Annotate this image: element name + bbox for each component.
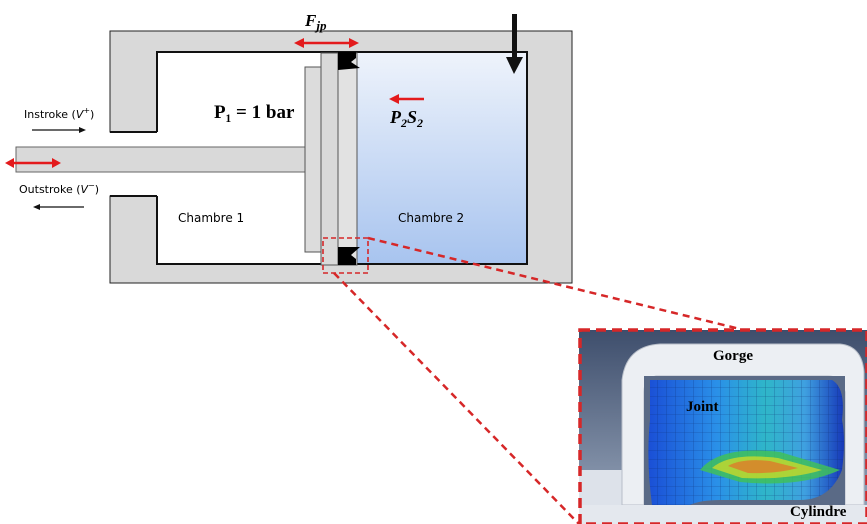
piston-back-plate [304, 66, 322, 253]
fe-inset-frame [578, 328, 867, 524]
piston-rod [15, 146, 307, 173]
p2s2-arrow [389, 94, 424, 104]
chamber-2-label: Chambre 2 [398, 211, 464, 225]
chamber-1-area [110, 52, 322, 264]
instroke-label: Instroke (V+) [24, 106, 94, 121]
fjp-label: Fjp [304, 11, 327, 33]
top-seal [338, 52, 360, 70]
outstroke-arrow [33, 204, 84, 210]
outstroke-label: Outstroke (V−) [19, 181, 99, 196]
cylindre-label: Cylindre [790, 504, 847, 520]
chamber-outline [156, 51, 528, 265]
instroke-arrow [32, 127, 86, 133]
fe-inset [579, 330, 867, 524]
piston-head [320, 52, 339, 266]
fjp-double-arrow [294, 38, 359, 48]
load-down-arrow [506, 14, 523, 74]
p2s2-label: P2S2 [389, 107, 423, 130]
rod-double-arrow [5, 158, 61, 168]
chamber-2-area [357, 53, 526, 263]
gorge-label: Gorge [713, 348, 753, 364]
piston-front-plate [337, 52, 358, 266]
callout-line-upper [367, 236, 741, 331]
joint-label: Joint [686, 399, 719, 415]
callout-line-lower [333, 272, 580, 524]
bottom-seal [338, 247, 360, 265]
pressure-p1-label: P₁ = 1 bar [214, 102, 295, 123]
chamber-1-label: Chambre 1 [178, 211, 244, 225]
